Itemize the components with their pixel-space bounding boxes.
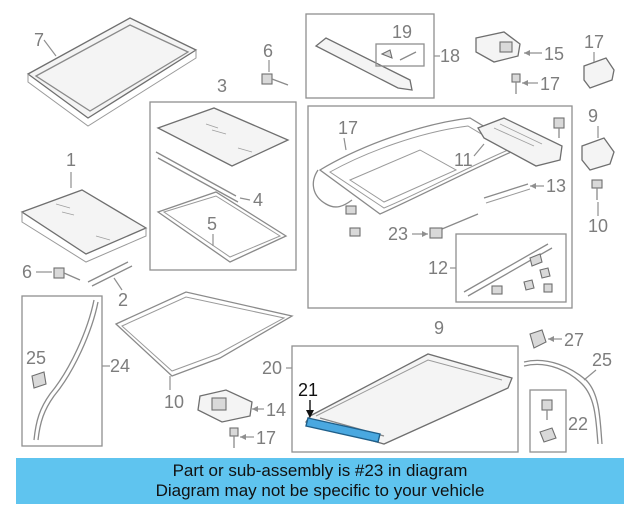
callout-6-top: 6 bbox=[263, 41, 273, 61]
group-box-3 bbox=[149, 101, 297, 271]
callout-18: 17 bbox=[338, 118, 358, 138]
part-26-drain-hose bbox=[33, 299, 99, 441]
callout-19: 17 bbox=[584, 32, 604, 52]
callout-13: 12 bbox=[428, 258, 448, 278]
callout-24: 22 bbox=[568, 414, 588, 434]
part-24-fasteners bbox=[539, 399, 557, 443]
callout-26: 24 bbox=[110, 356, 130, 376]
callout-23: 21 bbox=[298, 380, 318, 400]
callout-29: 27 bbox=[564, 330, 584, 350]
group-box-22 bbox=[291, 345, 519, 453]
callout-6-left: 6 bbox=[22, 262, 32, 282]
callout-1: 1 bbox=[66, 150, 76, 170]
part-6-bolt-top bbox=[261, 73, 289, 86]
part-10-bracket bbox=[581, 137, 615, 171]
part-7-glass-panel bbox=[26, 17, 198, 127]
part-15-motor bbox=[197, 389, 253, 423]
banner-line-1: Part or sub-assembly is #23 in diagram bbox=[172, 461, 468, 480]
part-12-guide-rail bbox=[477, 117, 563, 167]
part-6-bolt-left bbox=[53, 267, 81, 281]
group-box-9 bbox=[307, 105, 573, 309]
part-17-bolt-top bbox=[511, 73, 521, 94]
callout-20: 18 bbox=[440, 46, 460, 66]
callout-4: 4 bbox=[253, 190, 263, 210]
group-box-24 bbox=[529, 389, 567, 453]
callout-14: 13 bbox=[546, 176, 566, 196]
callout-5: 5 bbox=[207, 214, 217, 234]
banner-line-2: Diagram may not be specific to your vehi… bbox=[155, 481, 485, 500]
callout-17-top: 17 bbox=[540, 74, 560, 94]
part-14-cable bbox=[483, 183, 531, 204]
callout-2: 2 bbox=[118, 290, 128, 310]
callout-17-bottom: 17 bbox=[256, 428, 276, 448]
callout-3: 3 bbox=[217, 76, 227, 96]
part-11-nut bbox=[591, 179, 603, 200]
part-20-deflector bbox=[314, 37, 413, 91]
part-27-drain-hose bbox=[523, 359, 603, 445]
group-box-20 bbox=[305, 13, 435, 99]
callout-10: 9 bbox=[588, 106, 598, 126]
part-4-seal-strip bbox=[155, 151, 251, 203]
callout-15: 14 bbox=[266, 400, 286, 420]
callout-21: 19 bbox=[392, 22, 412, 42]
part-3-glass bbox=[156, 107, 290, 167]
callout-12: 11 bbox=[454, 150, 473, 170]
part-bolt-frame bbox=[553, 117, 565, 138]
group-box-26 bbox=[21, 295, 103, 447]
callout-8: 10 bbox=[164, 392, 184, 412]
part-18-harness bbox=[312, 169, 361, 237]
callout-16: 15 bbox=[544, 44, 564, 64]
part-29-clip bbox=[529, 329, 547, 349]
part-19-bracket bbox=[583, 57, 615, 89]
callout-27: 25 bbox=[592, 350, 612, 370]
part-8-frame-seal bbox=[114, 291, 294, 377]
info-banner: Part or sub-assembly is #23 in diagram D… bbox=[16, 458, 624, 504]
part-13-links bbox=[463, 243, 553, 297]
callout-28: 25 bbox=[26, 348, 46, 368]
part-2-strip bbox=[87, 261, 133, 287]
callout-25: 23 bbox=[388, 224, 408, 244]
part-17-bolt-bottom bbox=[229, 427, 239, 448]
part-1-glass-assembly bbox=[20, 189, 148, 263]
callout-7: 7 bbox=[34, 30, 44, 50]
callout-9: 9 bbox=[434, 318, 444, 338]
part-21-box bbox=[375, 43, 425, 67]
part-5-seal-frame bbox=[156, 191, 288, 263]
part-25-cable bbox=[429, 213, 479, 239]
callout-22: 20 bbox=[262, 358, 282, 378]
callout-11: 10 bbox=[588, 216, 608, 236]
part-16-motor bbox=[475, 31, 521, 63]
part-23-trim-strip bbox=[305, 417, 381, 443]
part-28-clip bbox=[31, 371, 47, 389]
